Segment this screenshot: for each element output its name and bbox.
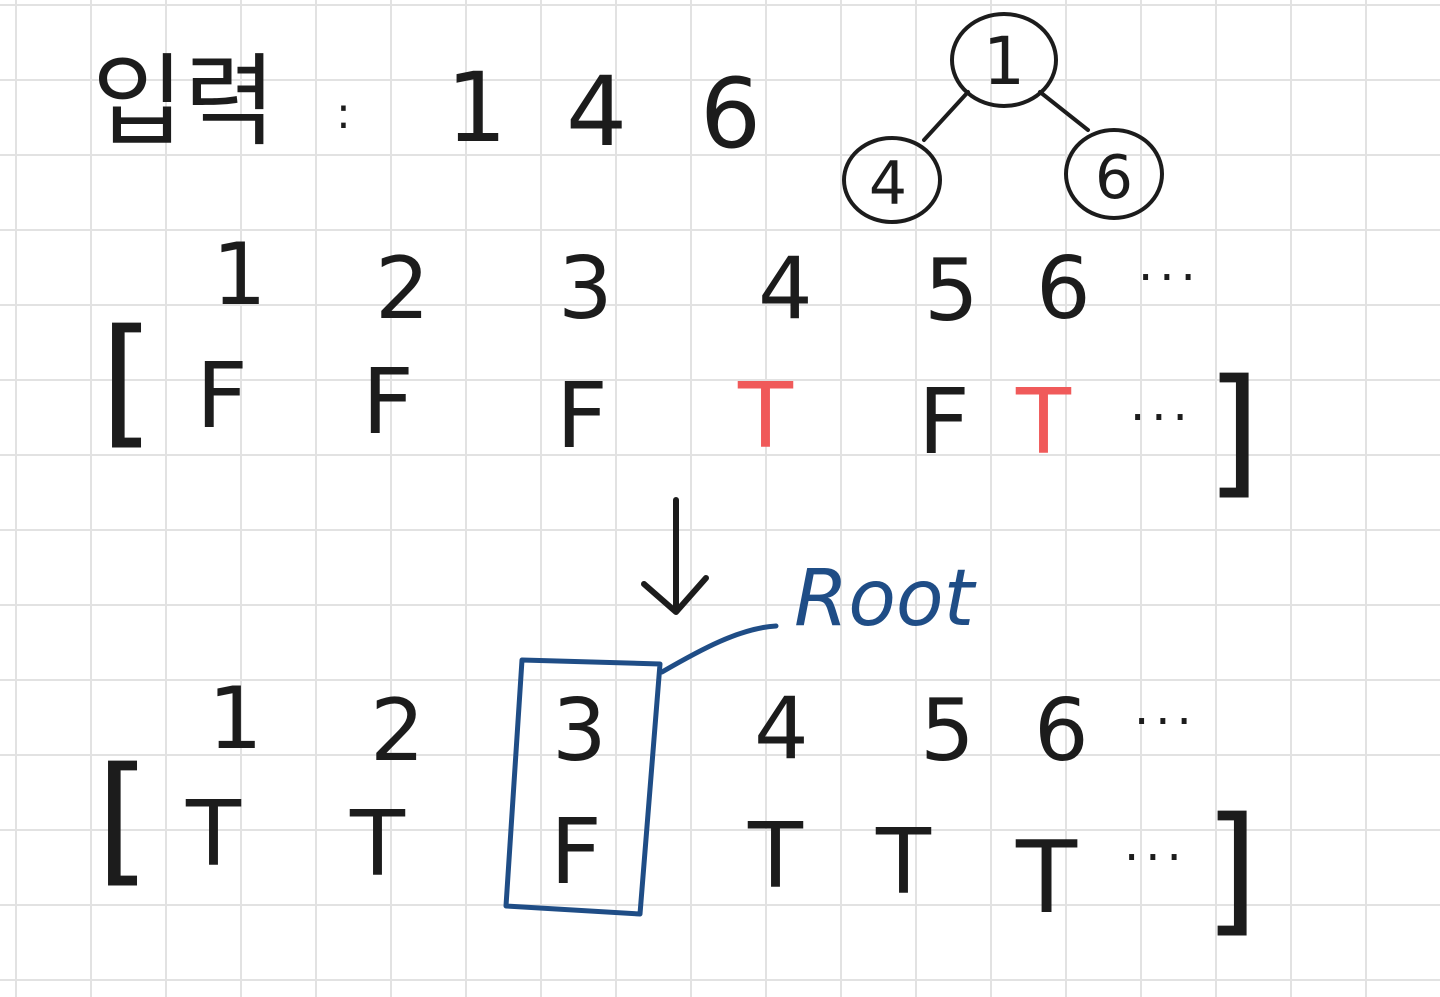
after-value-5: T [876, 810, 931, 915]
root-callout-line [659, 623, 779, 675]
before-open-bracket: [ [100, 300, 155, 463]
tree-edge-left [922, 90, 970, 142]
after-index-4: 4 [754, 679, 809, 779]
before-value-3: F [556, 364, 608, 469]
before-index-ellipsis: ··· [1138, 250, 1202, 306]
after-value-2: T [350, 792, 405, 897]
input-number-1: 1 [446, 52, 508, 164]
root-highlight-box [503, 657, 663, 917]
after-value-3: F [550, 800, 602, 905]
before-index-6: 6 [1036, 239, 1091, 339]
before-value-ellipsis: ··· [1130, 390, 1194, 446]
tree-node-right-label: 6 [1095, 143, 1133, 213]
down-arrow [641, 497, 709, 615]
after-open-bracket: [ [96, 738, 151, 901]
after-index-1: 1 [208, 669, 263, 769]
after-index-5: 5 [920, 681, 975, 781]
before-index-4: 4 [758, 239, 813, 339]
after-value-ellipsis: ··· [1124, 830, 1188, 886]
after-index-3: 3 [552, 681, 607, 781]
tree-node-left-label: 4 [869, 149, 907, 219]
after-index-ellipsis: ··· [1134, 694, 1198, 750]
after-index-6: 6 [1034, 681, 1089, 781]
after-value-6: T [1016, 819, 1078, 936]
before-index-5: 5 [924, 241, 979, 341]
tree-node-root-label: 1 [983, 23, 1025, 100]
before-value-5: F [918, 370, 970, 475]
before-index-1: 1 [212, 225, 267, 325]
tree-node-right: 6 [1064, 128, 1164, 220]
tree-edge-right [1038, 90, 1090, 132]
input-label: 입력 [92, 43, 276, 160]
tree-node-left: 4 [842, 136, 942, 224]
after-index-2: 2 [370, 681, 425, 781]
tree-node-root: 1 [950, 12, 1058, 108]
after-close-bracket: ] [1204, 788, 1259, 951]
before-value-6: T [1016, 370, 1071, 475]
before-index-3: 3 [558, 239, 613, 339]
after-value-4: T [748, 804, 803, 909]
input-number-3: 6 [700, 58, 762, 170]
before-value-4: T [738, 364, 793, 469]
input-colon: : [336, 88, 351, 139]
before-value-2: F [362, 350, 414, 455]
before-value-1: F [196, 344, 248, 449]
before-close-bracket: ] [1206, 350, 1261, 513]
before-index-2: 2 [375, 239, 430, 339]
after-value-1: T [186, 782, 241, 887]
input-number-2: 4 [566, 56, 628, 168]
root-callout-label: Root [794, 554, 975, 644]
